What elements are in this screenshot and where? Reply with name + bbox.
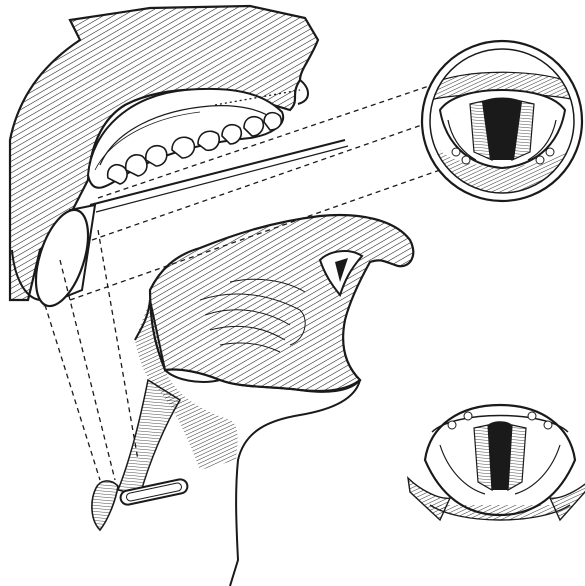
mirror-view-magnified bbox=[422, 41, 582, 201]
larynx-view-actual bbox=[408, 405, 585, 520]
tongue bbox=[150, 215, 413, 391]
